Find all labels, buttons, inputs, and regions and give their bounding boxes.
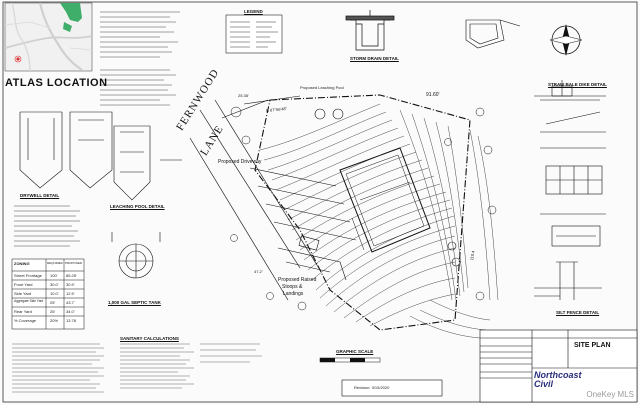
zoning-row-1-prop: 30.9' bbox=[66, 282, 75, 287]
drywell-detail-title: DRYWELL DETAIL bbox=[20, 193, 60, 198]
zoning-row-1-label: Front Yard bbox=[14, 282, 33, 287]
silt-fence-detail-title: SILT FENCE DETAIL bbox=[556, 310, 600, 315]
distance-left-label: 47.2' bbox=[254, 269, 263, 274]
graphic-scale-title: GRAPHIC SCALE bbox=[336, 349, 374, 354]
storm-drain-detail bbox=[345, 10, 395, 51]
storm-drain-detail-2 bbox=[465, 19, 521, 49]
landings-label: Landings bbox=[283, 291, 304, 297]
proposed-raised-label: Proposed Raised bbox=[278, 277, 317, 283]
straw-bale-detail-title: STRAW BALE DIKE DETAIL bbox=[548, 82, 607, 87]
zoning-row-3-label: Aggregate Side Yard bbox=[14, 299, 44, 303]
leaching-pool-detail bbox=[113, 125, 182, 201]
stoops-label: Stoops & bbox=[282, 284, 303, 290]
atlas-location-title: ATLAS LOCATION bbox=[5, 77, 108, 89]
title-block bbox=[341, 329, 638, 403]
distance-right-label: 91.60' bbox=[426, 92, 440, 98]
legend-box bbox=[225, 14, 283, 54]
leaching-pool-detail-title: LEACHING POOL DETAIL bbox=[110, 204, 165, 209]
proposed-driveway-label: Proposed Driveway bbox=[218, 159, 262, 165]
drywell-detail bbox=[19, 111, 113, 189]
zoning-row-0-req: 100' bbox=[50, 273, 58, 278]
storm-drain-detail-title: STORM DRAIN DETAIL bbox=[350, 56, 399, 61]
septic-tank-detail bbox=[111, 232, 161, 279]
street-edges bbox=[189, 99, 321, 301]
distance-top-label: 25.38' bbox=[238, 93, 249, 98]
sanitary-calculations-title: SANITARY CALCULATIONS bbox=[120, 336, 179, 341]
zoning-header-1: REQUIRED bbox=[47, 261, 63, 265]
zoning-row-4-prop: 34.0' bbox=[66, 309, 75, 314]
north-arrow bbox=[549, 24, 583, 56]
legend-title: LEGEND bbox=[244, 9, 263, 14]
zoning-row-3-prop: 43.7' bbox=[66, 300, 75, 305]
coverage-calculations bbox=[14, 205, 80, 247]
driveway bbox=[249, 167, 357, 281]
zoning-header-0: ZONING bbox=[14, 261, 30, 266]
zoning-row-0-label: Street Frontage bbox=[14, 273, 42, 278]
septic-tank-title: 1,000 GAL SEPTIC TANK bbox=[108, 300, 161, 305]
brand-name-line1: Northcoast bbox=[534, 370, 582, 380]
zoning-row-5-prop: 13.78 bbox=[66, 318, 77, 323]
zoning-row-5-label: % Coverage bbox=[14, 318, 37, 323]
zoning-row-2-label: Side Yard bbox=[14, 291, 32, 296]
proposed-leaching-label: Proposed Leaching Pool bbox=[300, 85, 344, 90]
revision-date: Revision: 3/15/2020 bbox=[354, 385, 390, 390]
zoning-row-2-prop: 12.5' bbox=[66, 291, 75, 296]
zoning-row-4-req: 25' bbox=[50, 309, 56, 314]
drainage-calculations bbox=[100, 11, 180, 106]
zoning-row-0-prop: 85.25' bbox=[66, 273, 77, 278]
zoning-row-1-req: 30.0' bbox=[50, 282, 59, 287]
house-footprint bbox=[339, 147, 431, 253]
site-plan-title: SITE PLAN bbox=[574, 342, 611, 349]
trees bbox=[230, 106, 497, 311]
zoning-row-5-req: 20% bbox=[50, 318, 59, 323]
brand-name-line2: Civil bbox=[534, 379, 554, 389]
site-leaching-pools bbox=[314, 108, 461, 267]
zoning-row-2-req: 10.0' bbox=[50, 291, 59, 296]
zoning-header-2: PROPOSED bbox=[65, 261, 83, 265]
general-notes bbox=[12, 343, 262, 393]
atlas-map bbox=[4, 2, 93, 72]
straw-bale-dike-detail bbox=[534, 80, 606, 247]
watermark: OneKey MLS bbox=[586, 390, 634, 399]
contour-lines bbox=[259, 103, 499, 339]
zoning-table-grid bbox=[11, 258, 85, 330]
graphic-scale-bar bbox=[319, 357, 381, 363]
silt-fence-detail bbox=[534, 261, 602, 300]
property-boundary bbox=[221, 94, 471, 331]
zoning-row-3-req: 25' bbox=[50, 300, 56, 305]
zoning-row-4-label: Rear Yard bbox=[14, 309, 32, 314]
